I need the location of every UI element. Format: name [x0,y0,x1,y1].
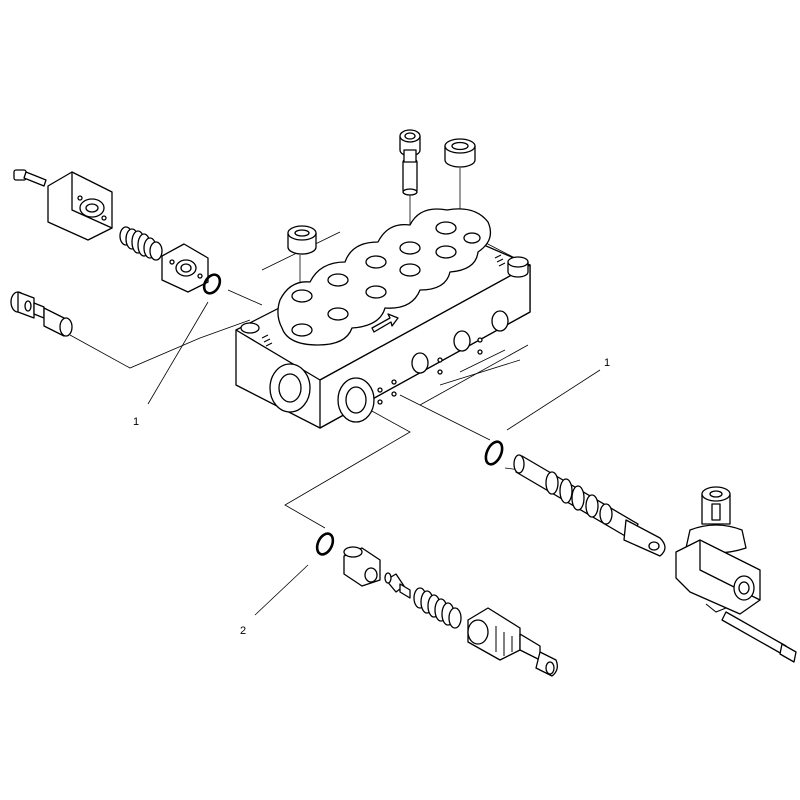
top-plug-center [399,129,421,196]
detent-group [343,546,558,677]
top-right-cap [507,256,529,278]
top-plug-right [444,138,476,168]
top-plug-left [287,225,317,255]
top-cover-plate [277,208,492,346]
o-ring-left [202,273,222,295]
o-rings [202,273,504,556]
o-ring-lower [315,532,335,556]
callout-1-right: 1 [604,357,610,369]
relief-valve-group [13,169,209,293]
check-valve-left [10,291,73,337]
relief-spring [119,226,163,261]
callout-2: 2 [240,625,246,637]
lever-mechanism [675,486,797,663]
spool [513,454,666,557]
o-ring-right [484,440,504,466]
detent-spring [413,587,462,629]
callout-1-left: 1 [133,416,139,428]
